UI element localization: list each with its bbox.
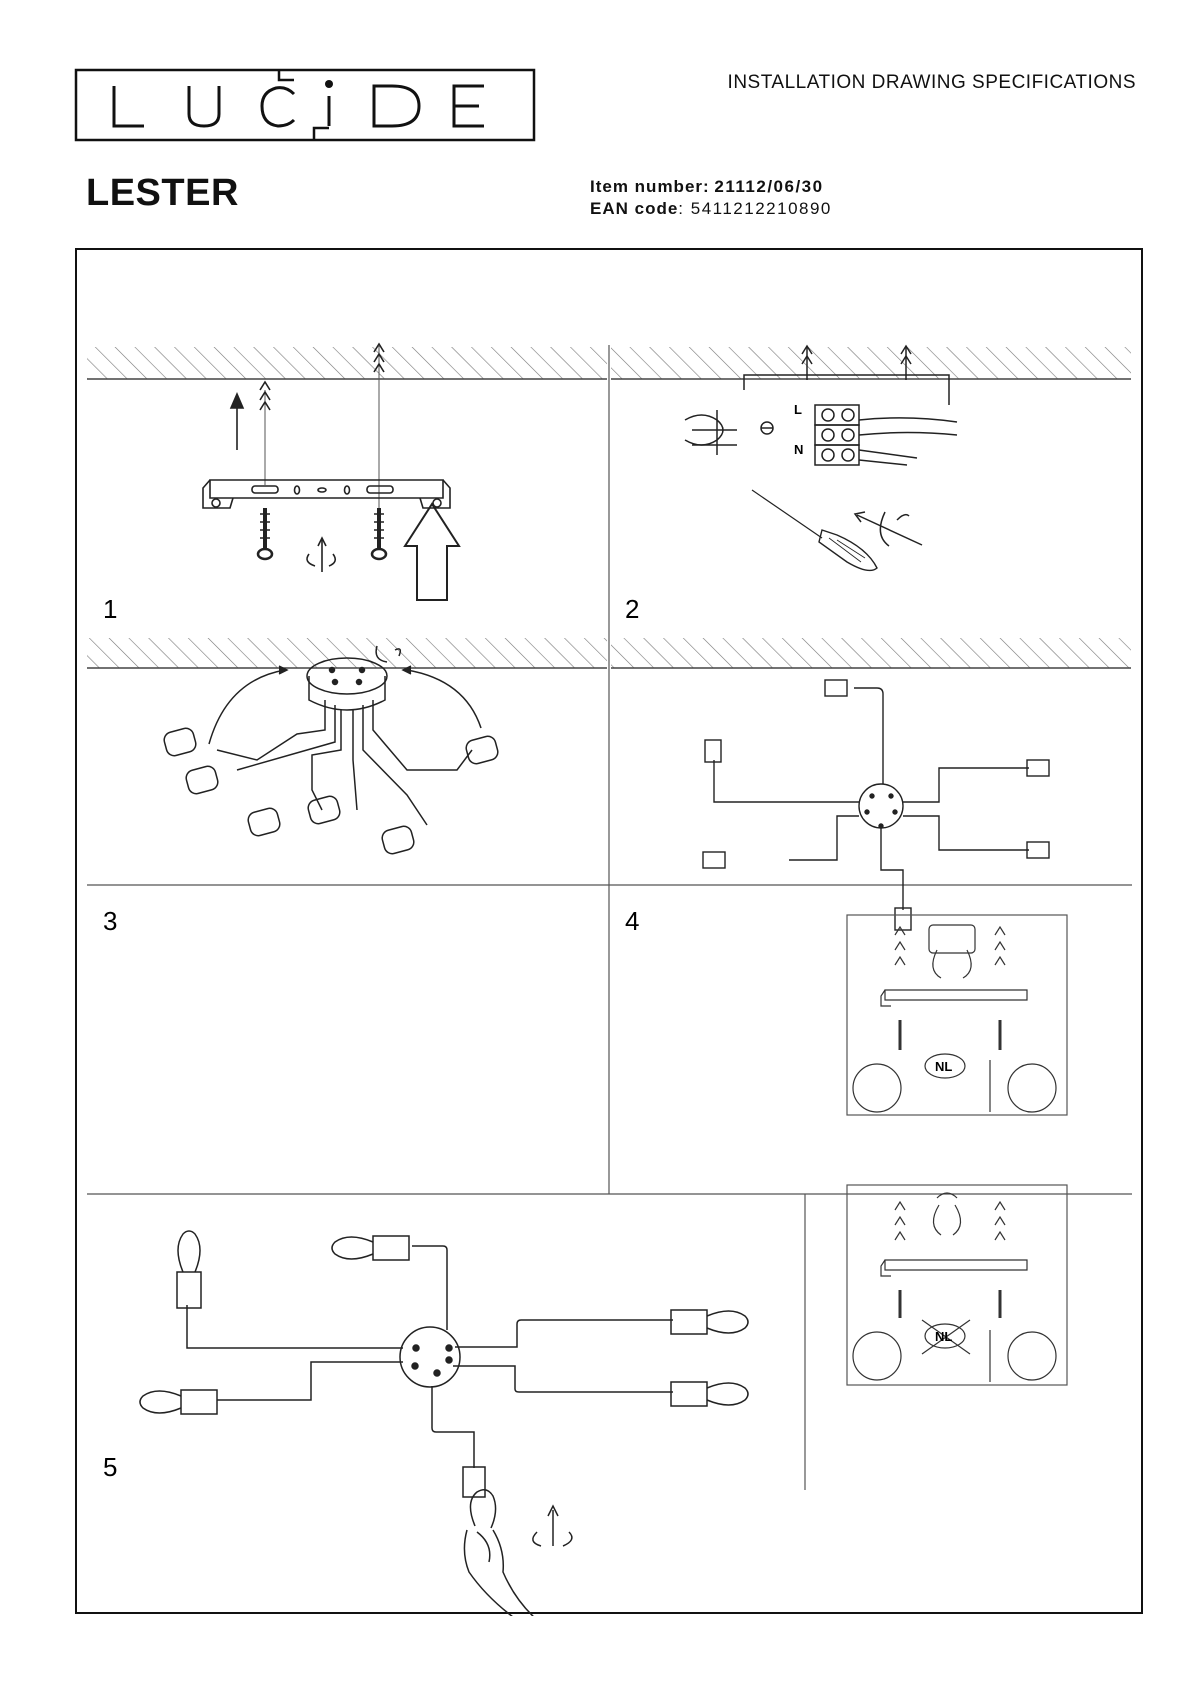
step5-illustration bbox=[139, 1230, 749, 1616]
terminal-block-icon bbox=[928, 924, 976, 954]
earth-symbol-icon bbox=[760, 421, 774, 435]
step3-illustration bbox=[163, 645, 499, 855]
canopy bbox=[858, 783, 904, 829]
product-name: LESTER bbox=[86, 172, 239, 214]
ceiling-hatch-4 bbox=[611, 638, 1131, 668]
ceiling-hatch-1 bbox=[87, 347, 607, 379]
step-number-1: 1 bbox=[103, 594, 117, 624]
rotation-arc-left bbox=[208, 669, 286, 745]
canopy-wires bbox=[684, 410, 737, 455]
rotate-icon bbox=[375, 645, 402, 663]
screwdriver-detail bbox=[1007, 1331, 1057, 1381]
large-arrow-up-icon bbox=[403, 502, 461, 601]
wall-plug-icon bbox=[900, 344, 912, 380]
rotate-icon bbox=[306, 536, 337, 572]
ceiling-hatch-2 bbox=[611, 347, 1131, 379]
arrow-up-icon bbox=[229, 391, 245, 450]
socket-icon bbox=[702, 679, 1050, 931]
socket-icon bbox=[176, 1235, 708, 1498]
screwdriver-icon bbox=[751, 489, 878, 572]
step2-illustration bbox=[684, 344, 958, 572]
brand-logo bbox=[74, 68, 536, 142]
hand-icon bbox=[463, 1489, 534, 1616]
ceiling-hatch-3 bbox=[87, 638, 607, 668]
wall-plug-icon bbox=[894, 1200, 906, 1241]
item-number-label: Item number: bbox=[590, 177, 710, 196]
canopy bbox=[399, 1326, 461, 1388]
screwdriver-detail bbox=[1007, 1063, 1057, 1113]
live-label: L bbox=[794, 402, 802, 417]
wall-plug-icon bbox=[994, 925, 1006, 966]
ean-label: EAN code bbox=[590, 199, 679, 218]
wall-plug-icon bbox=[994, 1200, 1006, 1241]
step-number-5: 5 bbox=[103, 1452, 117, 1482]
wall-plug-icon bbox=[894, 925, 906, 966]
wall-plug-icon bbox=[373, 342, 385, 530]
screw-icon bbox=[370, 508, 388, 561]
product-codes: Item number: 21112/06/30 EAN code: 54112… bbox=[590, 176, 832, 220]
step-number-4: 4 bbox=[625, 906, 639, 936]
installation-drawing: L N bbox=[87, 342, 1132, 1616]
item-number-row: Item number: 21112/06/30 bbox=[590, 176, 832, 198]
rotate-icon bbox=[853, 511, 923, 547]
screw-icon bbox=[256, 508, 274, 561]
terminal-block-icon bbox=[814, 404, 958, 466]
side-panel-2-badge: NL bbox=[935, 1329, 952, 1344]
item-number-value: 21112/06/30 bbox=[714, 177, 824, 196]
drill-detail bbox=[852, 1331, 902, 1381]
rotate-icon bbox=[532, 1504, 573, 1547]
rotation-arc-right bbox=[406, 669, 482, 729]
step-number-3: 3 bbox=[103, 906, 117, 936]
wall-plug-icon bbox=[801, 344, 813, 380]
step1-illustration bbox=[202, 342, 461, 601]
installation-frame: L N bbox=[75, 248, 1143, 1616]
socket-icon bbox=[163, 727, 499, 855]
side-panel-1 bbox=[846, 914, 1068, 1116]
side-panel-2 bbox=[846, 1184, 1068, 1386]
wall-plug-icon bbox=[259, 380, 271, 485]
ean-row: EAN code: 5411212210890 bbox=[590, 198, 832, 220]
ean-value: : 5411212210890 bbox=[678, 199, 832, 218]
canopy bbox=[306, 657, 388, 695]
step-number-2: 2 bbox=[625, 594, 639, 624]
side-panel-1-badge: NL bbox=[935, 1059, 952, 1074]
drill-detail bbox=[852, 1063, 902, 1113]
bulb-icon bbox=[139, 1230, 749, 1414]
document-title: INSTALLATION DRAWING SPECIFICATIONS bbox=[727, 72, 1136, 93]
step4-illustration bbox=[702, 679, 1050, 931]
lucide-logo-icon bbox=[74, 68, 536, 142]
mounting-bracket bbox=[202, 479, 451, 509]
neutral-label: N bbox=[794, 442, 803, 457]
cross-line bbox=[921, 1319, 971, 1355]
